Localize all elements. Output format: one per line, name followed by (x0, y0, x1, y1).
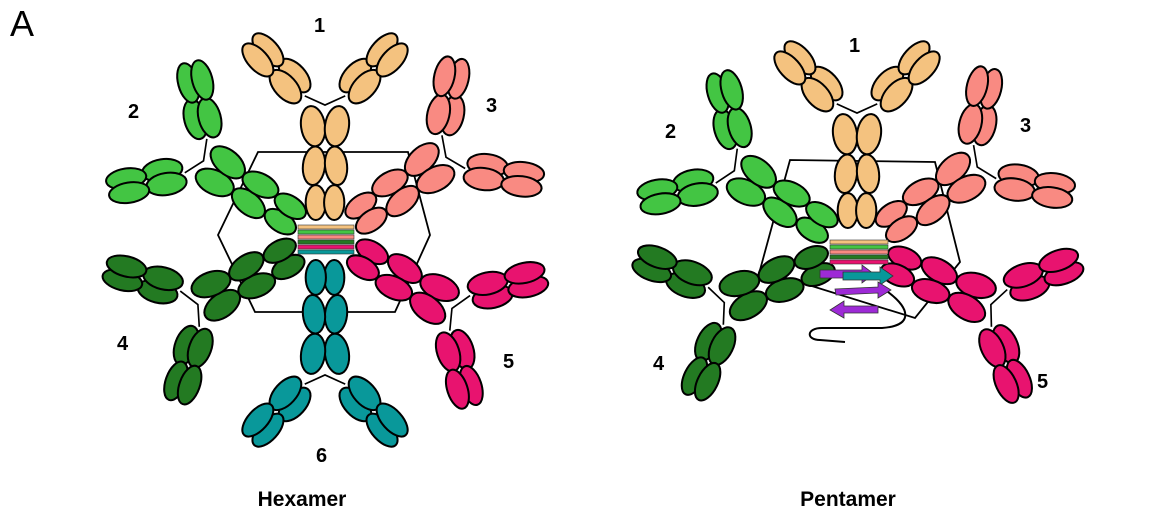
fc-domain-lobe (322, 104, 351, 147)
hinge-region (305, 375, 345, 384)
hexamer-diagram: 1 2 3 4 5 6 Hexamer (88, 15, 562, 511)
fc-domain-lobe (855, 153, 881, 194)
antibody-label-6: 6 (316, 445, 327, 467)
fc-domain-lobe (830, 112, 859, 155)
fc-domain-lobe (298, 104, 327, 147)
antibody-label-1: 1 (314, 15, 325, 37)
pentamer-core (830, 240, 888, 264)
fc-domain-lobe (323, 294, 349, 335)
fc-domain-lobe (301, 294, 327, 335)
fc-domain-lobe (838, 193, 858, 228)
fc-domain-lobe (322, 332, 351, 375)
fc-domain-lobe (324, 260, 344, 295)
panel-label: A (10, 3, 34, 44)
fc-domain-lobe (856, 193, 876, 228)
antibody-label-4: 4 (117, 333, 129, 355)
fc-domain-lobe (833, 153, 859, 194)
hexamer-caption: Hexamer (258, 488, 347, 511)
fc-domain-lobe (324, 185, 344, 220)
j-chain (810, 265, 906, 342)
antibody-label-2: 2 (128, 101, 139, 123)
hexamer-core (298, 225, 354, 254)
antibody-label-3: 3 (486, 95, 497, 117)
antibody-label-5: 5 (503, 351, 514, 373)
antibody-label-3: 3 (1020, 115, 1031, 137)
antibody-label-1: 1 (849, 35, 860, 57)
antibody-label-2: 2 (665, 121, 676, 143)
antibody-label-4: 4 (653, 353, 665, 375)
fc-domain-lobe (298, 332, 327, 375)
fc-domain-lobe (306, 185, 326, 220)
hinge-region (305, 96, 345, 105)
fc-domain-lobe (306, 260, 326, 295)
hinge-region (837, 104, 877, 113)
antibody-label-5: 5 (1037, 371, 1048, 393)
pentamer-diagram: 1 2 3 4 5 Pentamer (620, 35, 1096, 511)
fc-domain-lobe (854, 112, 883, 155)
pentamer-caption: Pentamer (800, 488, 896, 511)
